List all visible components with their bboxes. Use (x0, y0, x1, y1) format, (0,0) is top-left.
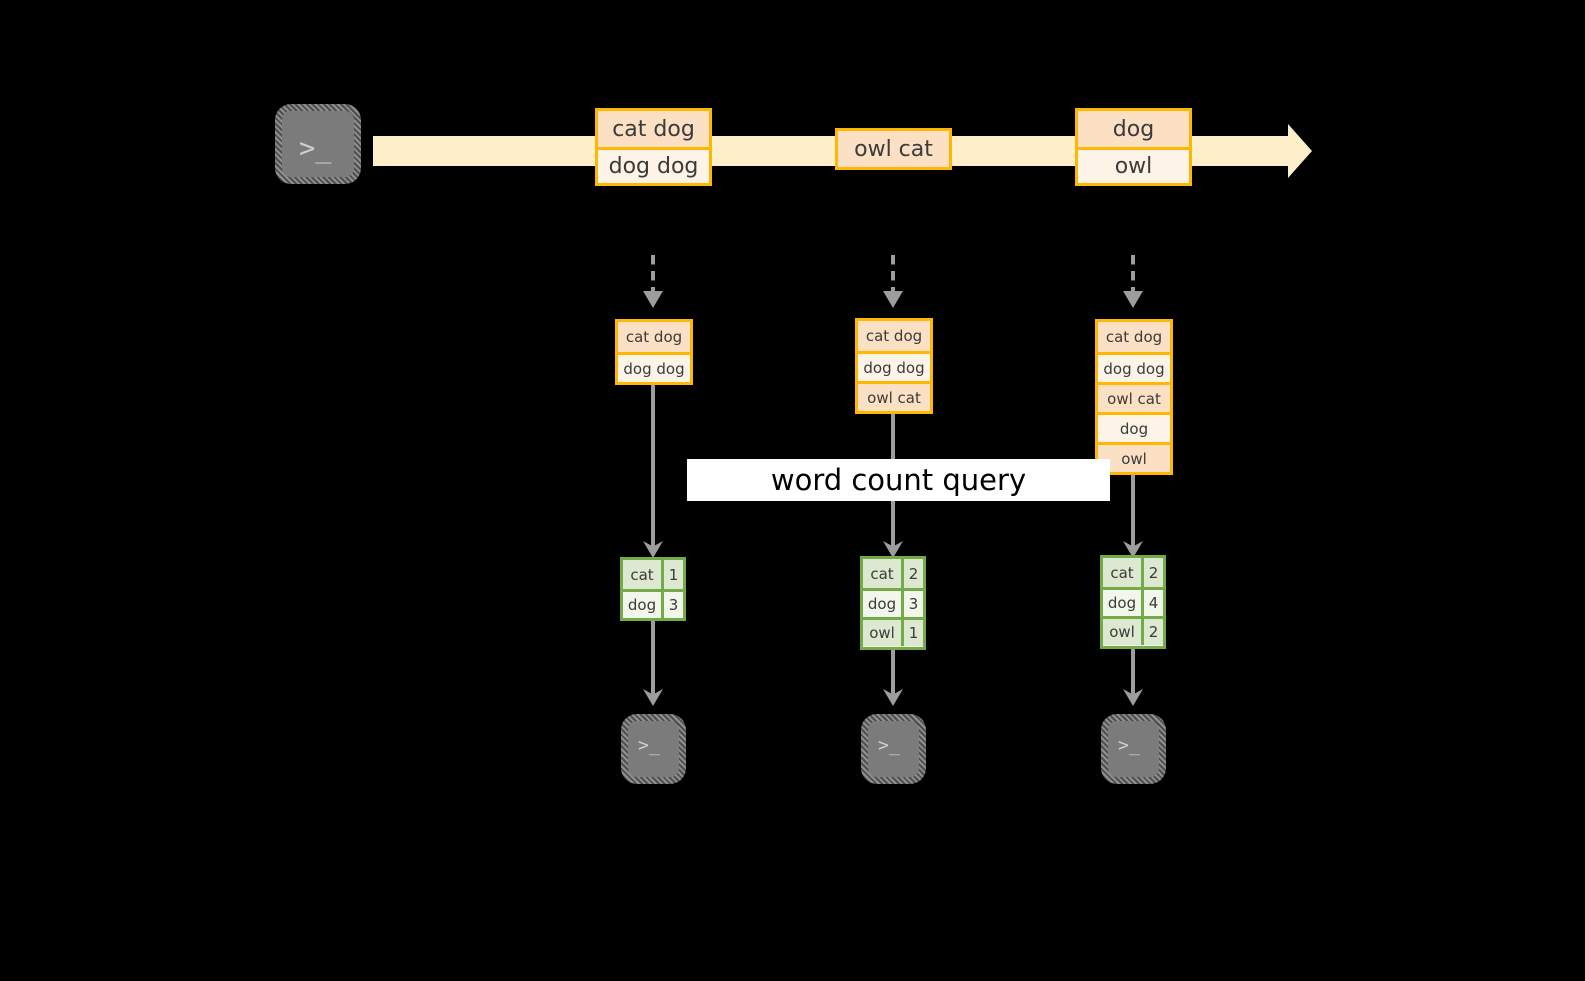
stream-event-box[interactable]: dog owl (1075, 108, 1192, 186)
result-word: cat (623, 560, 664, 589)
stream-to-snapshot-arrowhead (883, 291, 903, 308)
accumulated-event-line: dog dog (1098, 352, 1170, 382)
accumulated-event-line: owl cat (858, 381, 930, 411)
stream-to-snapshot-connector (891, 255, 895, 293)
result-to-consumer-connector (1131, 649, 1135, 699)
terminal-prompt-glyph: >_ (638, 735, 660, 756)
stream-event-box[interactable]: cat dog dog dog (595, 108, 712, 186)
terminal-prompt-glyph: >_ (1118, 735, 1140, 756)
terminal-face (628, 721, 679, 777)
stream-event-line: cat dog (598, 111, 709, 147)
stream-to-snapshot-arrowhead (1123, 291, 1143, 308)
accumulated-event-line: cat dog (618, 322, 690, 352)
stream-event-line: owl (1078, 147, 1189, 183)
terminal-face (282, 111, 354, 177)
result-row: dog 4 (1103, 587, 1163, 616)
consumer-terminal-icon[interactable]: >_ (621, 714, 686, 784)
consumer-terminal-icon[interactable]: >_ (1101, 714, 1166, 784)
stream-to-snapshot-connector (651, 255, 655, 293)
consumer-terminal-icon[interactable]: >_ (861, 714, 926, 784)
snapshot-accumulated-box[interactable]: cat dog dog dog (615, 319, 693, 385)
stream-event-box[interactable]: owl cat (835, 128, 952, 170)
result-count: 1 (664, 560, 683, 589)
snapshot-accumulated-box[interactable]: cat dog dog dog owl cat (855, 318, 933, 414)
result-word: cat (863, 559, 904, 588)
result-row: dog 3 (623, 589, 683, 618)
query-connector (651, 385, 655, 551)
result-row: cat 1 (623, 560, 683, 589)
query-banner: word count query (687, 459, 1110, 501)
query-connector (1131, 475, 1135, 551)
terminal-prompt-glyph: >_ (878, 735, 900, 756)
result-word: dog (1103, 590, 1144, 616)
result-count: 4 (1144, 590, 1163, 616)
result-row: cat 2 (863, 559, 923, 588)
result-table[interactable]: cat 1 dog 3 (620, 557, 686, 621)
result-count: 1 (904, 620, 923, 646)
stream-event-line: dog (1078, 111, 1189, 147)
producer-terminal-icon[interactable]: >_ (275, 104, 361, 184)
result-to-consumer-connector (891, 650, 895, 699)
result-count: 2 (904, 559, 923, 588)
stream-event-line: dog dog (598, 147, 709, 183)
snapshot-accumulated-box[interactable]: cat dog dog dog owl cat dog owl (1095, 319, 1173, 475)
result-word: owl (863, 620, 904, 646)
accumulated-event-line: owl cat (1098, 382, 1170, 412)
accumulated-event-line: dog (1098, 412, 1170, 442)
stream-to-snapshot-arrowhead (643, 291, 663, 308)
result-word: dog (623, 592, 664, 618)
result-table[interactable]: cat 2 dog 4 owl 2 (1100, 555, 1166, 649)
result-count: 3 (904, 591, 923, 617)
terminal-face (1108, 721, 1159, 777)
accumulated-event-line: owl (1098, 442, 1170, 472)
result-count: 2 (1144, 619, 1163, 645)
result-row: dog 3 (863, 588, 923, 617)
result-to-consumer-connector (651, 621, 655, 699)
accumulated-event-line: dog dog (858, 351, 930, 381)
query-banner-label: word count query (770, 463, 1027, 497)
stream-to-snapshot-connector (1131, 255, 1135, 293)
result-word: dog (863, 591, 904, 617)
stream-event-line: owl cat (838, 131, 949, 167)
terminal-prompt-glyph: >_ (299, 133, 332, 164)
result-table[interactable]: cat 2 dog 3 owl 1 (860, 556, 926, 650)
result-row: owl 2 (1103, 616, 1163, 645)
terminal-face (868, 721, 919, 777)
result-count: 3 (664, 592, 683, 618)
accumulated-event-line: cat dog (858, 321, 930, 351)
result-row: cat 2 (1103, 558, 1163, 587)
stream-arrow-head (1288, 124, 1312, 178)
result-row: owl 1 (863, 617, 923, 646)
accumulated-event-line: dog dog (618, 352, 690, 382)
accumulated-event-line: cat dog (1098, 322, 1170, 352)
result-word: cat (1103, 558, 1144, 587)
result-word: owl (1103, 619, 1144, 645)
result-count: 2 (1144, 558, 1163, 587)
